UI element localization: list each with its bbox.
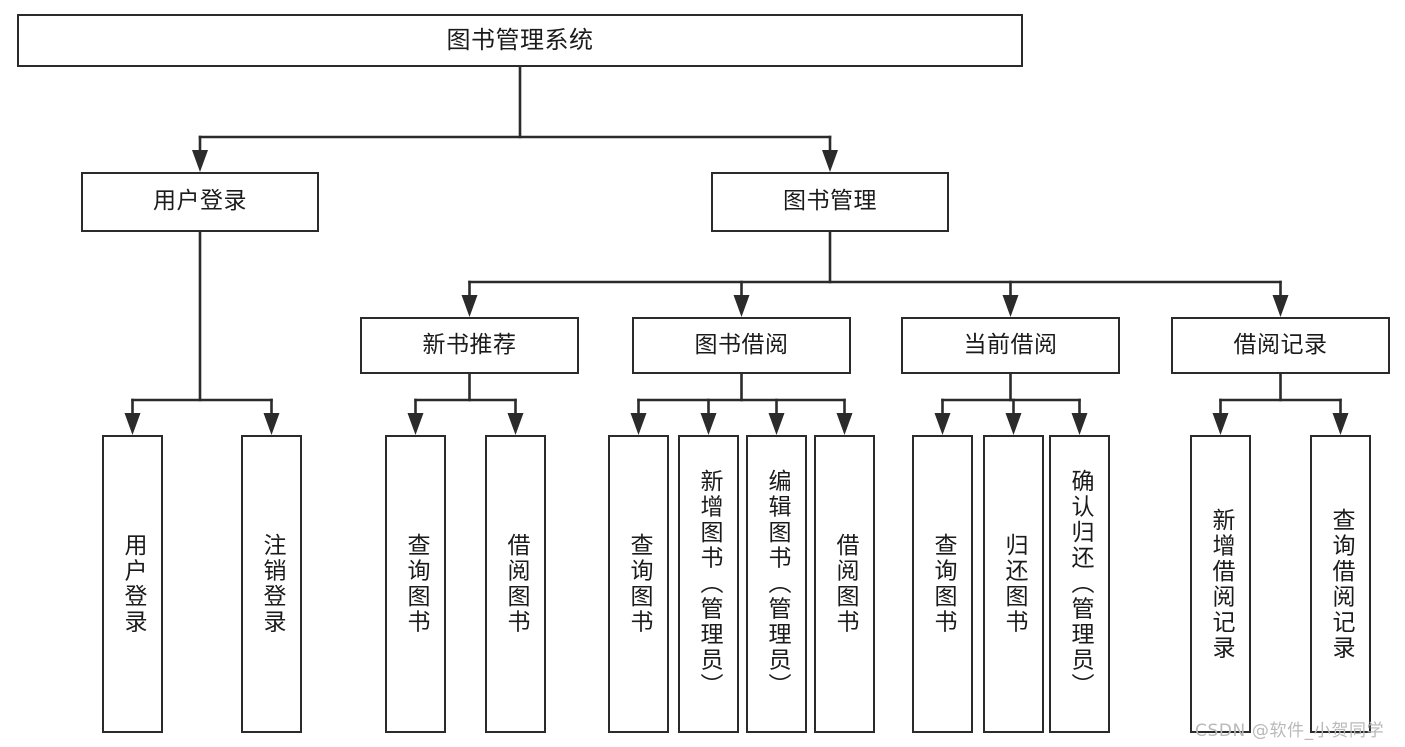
node-label: 归还图书 (1001, 533, 1027, 635)
arrowhead-icon (1002, 295, 1019, 317)
node-leaf-return-book[interactable]: 归还图书 (983, 435, 1044, 733)
arrowhead-icon (1272, 295, 1289, 317)
arrowhead-icon (192, 150, 208, 172)
arrowhead-icon (1212, 413, 1229, 435)
arrowhead-icon (1332, 413, 1349, 435)
node-label: 用户登录 (120, 533, 146, 635)
node-label: 新增图书（管理员） (696, 469, 722, 699)
arrowhead-icon (822, 150, 838, 172)
node-label: 查询图书 (626, 533, 652, 635)
node-current-borrow[interactable]: 当前借阅 (901, 317, 1120, 374)
arrowhead-icon (630, 413, 647, 435)
node-label: 借阅图书 (503, 533, 529, 635)
arrowhead-icon (768, 413, 785, 435)
arrowhead-icon (733, 295, 750, 317)
node-label: 查询图书 (930, 533, 956, 635)
node-book-borrow[interactable]: 图书借阅 (632, 317, 851, 374)
node-leaf-user-login[interactable]: 用户登录 (102, 435, 163, 733)
node-leaf-query-record[interactable]: 查询借阅记录 (1310, 435, 1371, 733)
arrowhead-icon (461, 295, 478, 317)
node-label: 编辑图书（管理员） (764, 469, 790, 699)
arrowhead-icon (263, 413, 280, 435)
arrowhead-icon (1071, 413, 1088, 435)
node-label: 新增借阅记录 (1208, 507, 1234, 661)
node-label: 图书借阅 (694, 331, 789, 358)
node-label: 查询借阅记录 (1328, 507, 1354, 661)
node-label: 新书推荐 (422, 331, 517, 358)
node-label: 借阅记录 (1233, 331, 1328, 358)
arrowhead-icon (1005, 413, 1022, 435)
node-leaf-logout[interactable]: 注销登录 (241, 435, 302, 733)
arrowhead-icon (407, 413, 424, 435)
arrowhead-icon (507, 413, 524, 435)
node-book-manage[interactable]: 图书管理 (711, 172, 949, 232)
watermark: CSDN @软件_小贺同学 (1195, 721, 1385, 741)
node-leaf-confirm-return[interactable]: 确认归还（管理员） (1049, 435, 1110, 733)
node-user-login[interactable]: 用户登录 (81, 172, 319, 232)
node-label: 查询图书 (403, 533, 429, 635)
node-leaf-borrow-book-1[interactable]: 借阅图书 (485, 435, 546, 733)
node-borrow-record[interactable]: 借阅记录 (1171, 317, 1390, 374)
node-label: 图书管理系统 (446, 26, 594, 55)
node-leaf-add-record[interactable]: 新增借阅记录 (1190, 435, 1251, 733)
node-leaf-edit-book[interactable]: 编辑图书（管理员） (746, 435, 807, 733)
node-label: 借阅图书 (832, 533, 858, 635)
node-label: 注销登录 (259, 533, 285, 635)
node-root[interactable]: 图书管理系统 (17, 14, 1023, 67)
node-label: 确认归还（管理员） (1067, 469, 1093, 699)
node-label: 当前借阅 (963, 331, 1058, 358)
arrowhead-icon (934, 413, 951, 435)
node-leaf-query-book-1[interactable]: 查询图书 (385, 435, 446, 733)
node-leaf-borrow-book-2[interactable]: 借阅图书 (814, 435, 875, 733)
node-leaf-query-book-2[interactable]: 查询图书 (608, 435, 669, 733)
node-label: 用户登录 (153, 188, 247, 215)
node-new-book-rec[interactable]: 新书推荐 (360, 317, 579, 374)
arrowhead-icon (836, 413, 853, 435)
node-leaf-query-book-3[interactable]: 查询图书 (912, 435, 973, 733)
node-leaf-add-book[interactable]: 新增图书（管理员） (678, 435, 739, 733)
arrowhead-icon (700, 413, 717, 435)
node-label: 图书管理 (783, 188, 877, 215)
arrowhead-icon (124, 413, 141, 435)
